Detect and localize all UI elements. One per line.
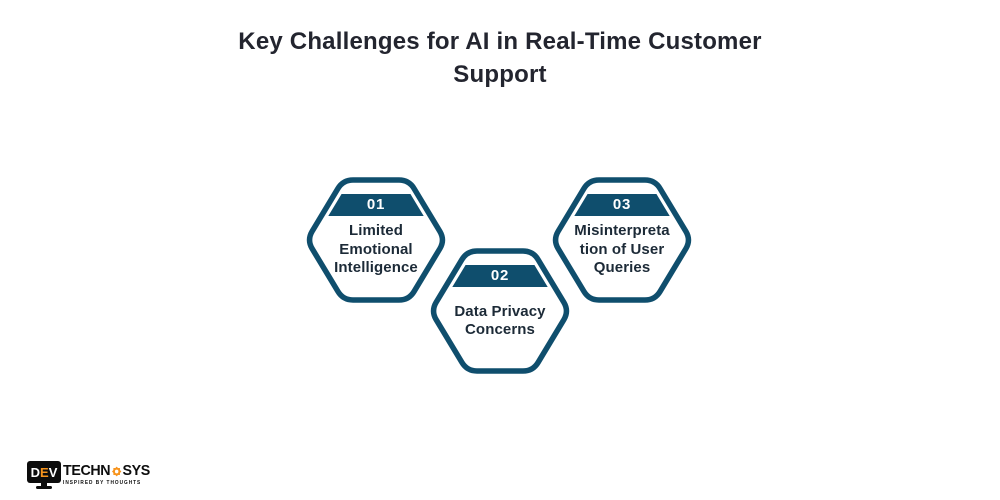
label-line: Concerns	[465, 321, 535, 338]
brand-tagline: INSPIRED BY THOUGHTS	[63, 480, 142, 486]
hexagon-shape	[552, 177, 692, 303]
challenge-label: Misinterpreta tion of User Queries	[562, 217, 682, 283]
gear-icon	[111, 466, 122, 476]
logo-letter: V	[48, 464, 58, 480]
label-line: Data Privacy	[454, 302, 546, 320]
challenge-label: Limited Emotional Intelligence	[316, 217, 436, 283]
hexagon-card-03: 03 Misinterpreta tion of User Queries	[549, 176, 695, 304]
step-number: 03	[612, 196, 632, 213]
brand-block: TECHN SYS INSPIRED BY THOUGHTS	[63, 461, 155, 486]
brand-name-right: SYS	[122, 462, 151, 479]
number-band	[316, 194, 436, 216]
logo-letter: D	[30, 464, 41, 480]
label-line: Intelligence	[334, 259, 418, 277]
monitor-stand-base	[36, 486, 52, 489]
challenge-label: Data Privacy Concerns	[440, 288, 560, 354]
label-line: Limited	[348, 222, 404, 240]
label-line: Emotional	[339, 240, 413, 258]
number-band	[562, 194, 682, 216]
label-line: tion of User	[579, 240, 665, 258]
hexagon-shape	[430, 248, 570, 374]
monitor-stand-neck	[41, 483, 47, 486]
logo-letter: E	[40, 464, 49, 480]
label-line: Queries	[593, 259, 651, 277]
step-number: 02	[490, 267, 510, 284]
hexagon-card-02: 02 Data Privacy Concerns	[427, 247, 573, 375]
hexagon-shape	[306, 177, 446, 303]
number-band	[440, 265, 560, 287]
brand-name: TECHN SYS	[63, 462, 151, 479]
step-number: 01	[366, 196, 386, 213]
brand-name-left: TECHN	[63, 462, 111, 479]
hexagon-card-01: 01 Limited Emotional Intelligence	[303, 176, 449, 304]
label-line: Misinterpreta	[574, 222, 670, 240]
page-title: Key Challenges for AI in Real-Time Custo…	[238, 28, 762, 88]
